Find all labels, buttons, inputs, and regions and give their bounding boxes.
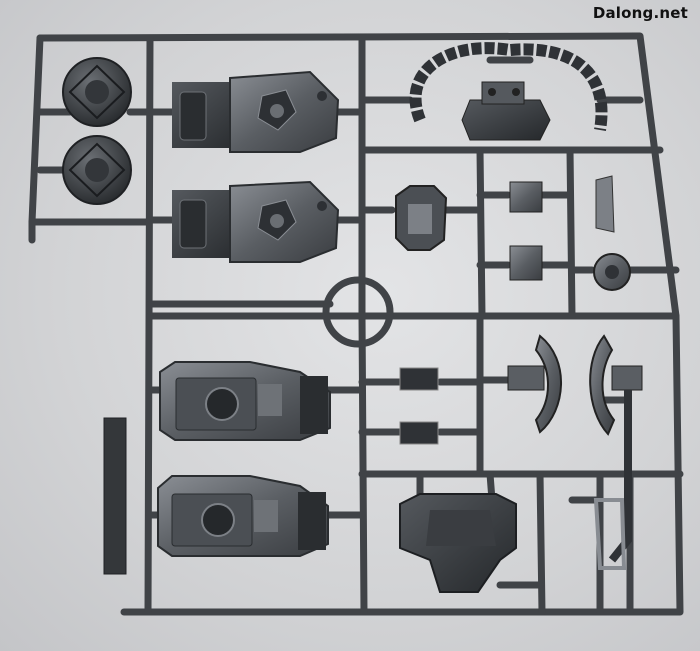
leg-armor-lower-1: [159, 361, 331, 441]
axe-head-2: [589, 334, 643, 436]
block-part-4: [399, 421, 439, 445]
flex-cable: [409, 42, 608, 131]
axe-head-1: [507, 334, 562, 434]
leg-armor-lower-2: [157, 475, 329, 557]
runner-frame: [28, 32, 684, 616]
frame-part-hex: [395, 185, 448, 251]
chest-piece: [461, 81, 551, 141]
block-part-2: [509, 245, 543, 281]
runner-ring: [322, 276, 394, 348]
fin-part: [595, 175, 615, 233]
leg-armor-upper-1: [172, 70, 340, 153]
axe-handle: [608, 390, 632, 563]
round-shield-top: [62, 57, 132, 127]
backpack-piece: [399, 493, 517, 593]
block-part-1: [509, 181, 543, 213]
handle-guard-part: [593, 498, 627, 570]
block-part-3: [399, 367, 439, 391]
watermark-text: Dalong.net: [592, 4, 688, 22]
runner-tag-plate: [103, 417, 127, 575]
round-shield-bottom: [62, 135, 132, 205]
leg-armor-upper-2: [172, 180, 340, 263]
